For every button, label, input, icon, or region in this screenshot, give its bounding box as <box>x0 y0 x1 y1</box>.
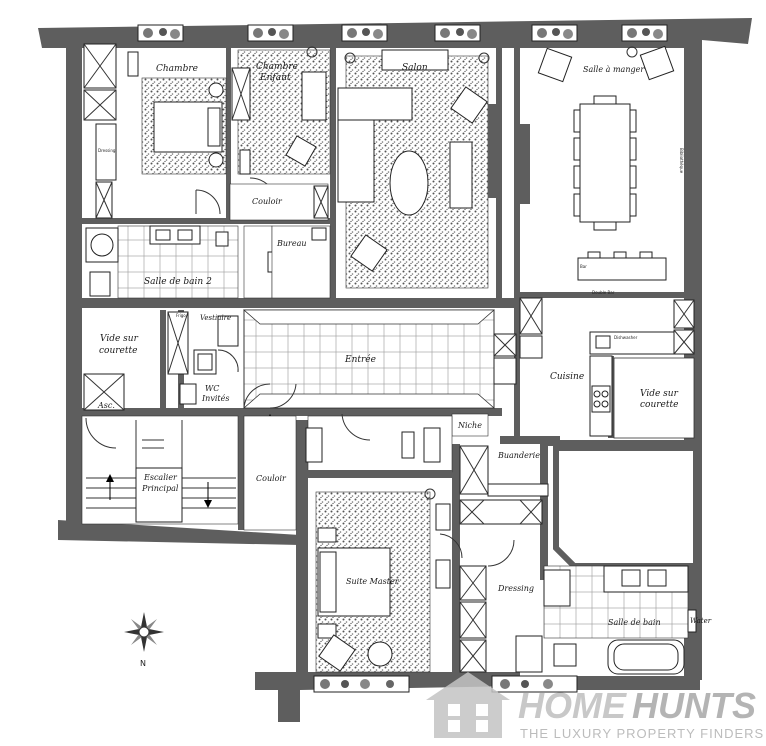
label-vestiaire: Vestiaire <box>200 314 231 322</box>
label-salle-de-bain: Salle de bain <box>608 618 661 627</box>
cuisine-room <box>519 297 695 437</box>
homehunts-logo: HOME HUNTS THE LUXURY PROPERTY FINDERS <box>426 672 764 741</box>
label-couloir-top: Couloir <box>252 197 283 206</box>
svg-text:N: N <box>140 659 146 668</box>
label-vide-courette-1: Vide sur <box>100 334 139 344</box>
label-vide-courette-2: courette <box>99 346 137 356</box>
label-escalier-1: Escalier <box>143 473 178 482</box>
label-chambre-enfant-2: Enfant <box>259 73 291 83</box>
salle-a-manger-room <box>520 45 675 281</box>
chambre-enfant-room <box>231 46 331 201</box>
room-labels: Chambre Chambre Enfant Salon Salle à man… <box>97 62 712 627</box>
label-couloir-left: Couloir <box>256 474 287 483</box>
brand-tagline: THE LUXURY PROPERTY FINDERS <box>520 726 764 741</box>
label-buanderie: Buanderie <box>497 451 540 460</box>
chambre-room <box>83 43 227 219</box>
couloir-left-area <box>243 415 297 531</box>
label-salle-a-manger: Salle à manger <box>583 65 645 74</box>
label-bar: Bar <box>580 264 587 269</box>
label-salle-de-bain-2: Salle de bain 2 <box>144 277 212 287</box>
label-chambre: Chambre <box>156 64 198 74</box>
label-bureau: Bureau <box>276 239 307 248</box>
label-asc: Asc. <box>97 401 115 410</box>
label-chambre-enfant-1: Chambre <box>256 62 298 72</box>
vide-courette-left <box>83 373 125 411</box>
label-cuisine: Cuisine <box>550 372 584 382</box>
entree-room <box>242 309 517 440</box>
compass-rose-icon: N <box>124 612 164 668</box>
label-vide-courette-b1: Vide sur <box>640 389 679 399</box>
suite-master-room <box>315 488 463 673</box>
brand-name-home: HOME <box>518 685 627 726</box>
couloir-top-area <box>229 183 329 221</box>
courtyard-right <box>553 357 699 569</box>
buanderie-area <box>451 413 549 525</box>
facade-planters-bottom <box>313 675 578 693</box>
bureau-room <box>271 225 331 299</box>
label-sink: Dishwasher <box>614 335 638 340</box>
house-logo-icon <box>426 672 510 738</box>
dressing-room <box>459 539 543 673</box>
suite-antechamber <box>305 413 453 478</box>
label-dressing: Dressing <box>497 584 534 593</box>
label-salon: Salon <box>402 63 428 73</box>
label-frigo: Frigo <box>176 313 186 318</box>
salon-room <box>337 49 500 289</box>
label-wc-2: Invités <box>201 394 229 403</box>
label-water: Water <box>690 617 712 625</box>
label-vide-courette-b2: courette <box>640 400 678 410</box>
label-suite-master: Suite Master <box>346 577 400 586</box>
facade-planters-top <box>137 24 668 42</box>
label-entree: Entrée <box>344 354 376 365</box>
salle-de-bain-room <box>543 565 697 675</box>
label-wc-1: WC <box>205 384 219 393</box>
label-bibliotheque: Bibliothèque <box>679 148 684 174</box>
fixture-labels: Dressing Bibliothèque Dishwasher Frigo B… <box>98 148 684 340</box>
label-double-bar: Double Bar <box>592 290 615 295</box>
salle-de-bain-2-room <box>85 225 277 299</box>
label-niche: Niche <box>457 421 482 430</box>
label-escalier-2: Principal <box>141 484 179 493</box>
vestiaire-wc-area <box>167 311 239 405</box>
brand-name-hunts: HUNTS <box>632 685 756 726</box>
escalier-area <box>81 415 239 525</box>
label-dressing-small: Dressing <box>98 148 116 153</box>
